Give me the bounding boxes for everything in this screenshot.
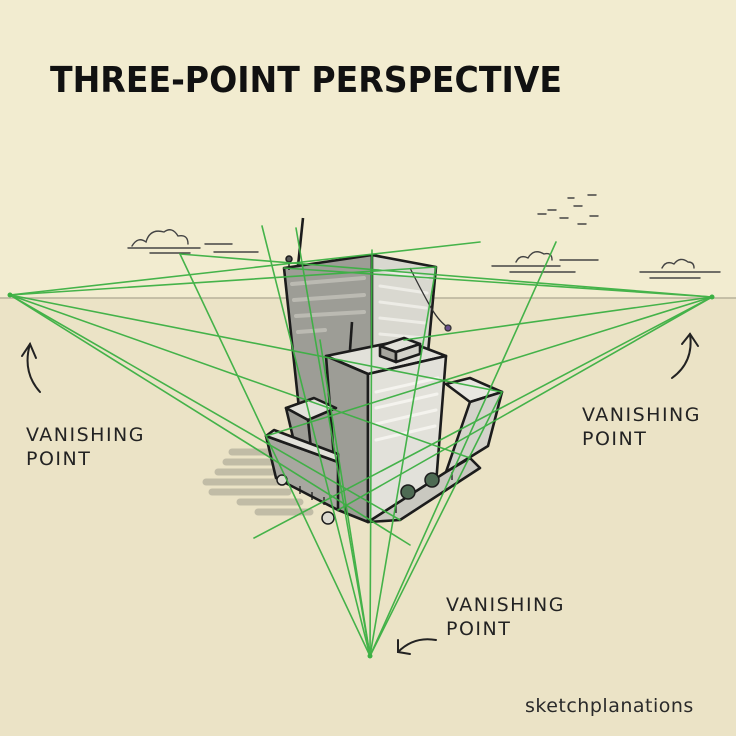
brand-signature: sketchplanations (525, 695, 694, 717)
vanishing-point-label-right-line1: VANISHING (582, 404, 701, 426)
vanishing-point-label-bottom-line1: VANISHING (446, 594, 565, 616)
arrow-bottom-vp (397, 638, 437, 655)
vanishing-point-label-right: VANISHING POINT (582, 404, 701, 452)
sky (0, 0, 736, 298)
birds (537, 194, 599, 225)
vanishing-point-right (709, 294, 715, 300)
arrow-right-vp (671, 332, 699, 379)
page-title: THREE-POINT PERSPECTIVE (50, 60, 563, 101)
antenna-short (348, 321, 354, 351)
perspective-lines (9, 225, 713, 657)
vanishing-point-label-left-line2: POINT (26, 447, 92, 470)
cloud-far-right (639, 258, 721, 279)
vanishing-point-label-bottom: VANISHING POINT (446, 594, 565, 642)
vanishing-point-label-right-line2: POINT (582, 427, 648, 450)
cloud-left (127, 229, 259, 254)
vanishing-point-label-left-line1: VANISHING (26, 424, 145, 446)
vanishing-point-left (7, 292, 13, 298)
arrow-left-vp (21, 341, 41, 393)
vanishing-point-bottom (367, 653, 373, 659)
vanishing-point-label-bottom-line2: POINT (446, 617, 512, 640)
rooftop-box-side (394, 342, 422, 364)
vanishing-point-label-left: VANISHING POINT (26, 424, 145, 472)
trees (276, 472, 440, 525)
antenna-tall (296, 217, 305, 267)
